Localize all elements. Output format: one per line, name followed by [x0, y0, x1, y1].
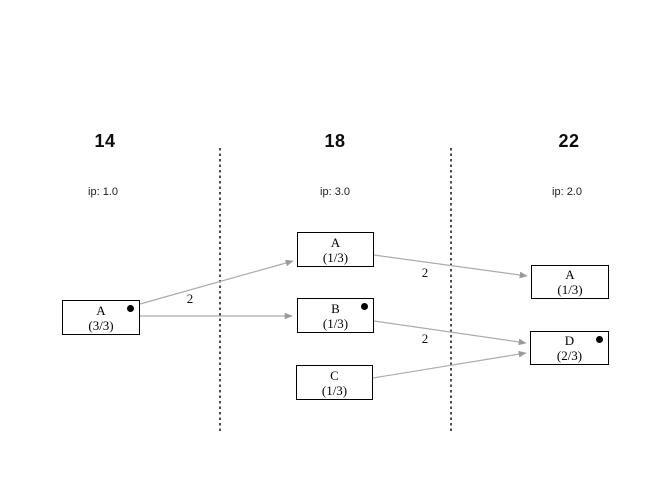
edge-a14-a18-line: [139, 259, 294, 305]
token-dot-icon: [596, 336, 603, 343]
node-fraction: (2/3): [556, 348, 583, 363]
edge-label-b18-d22: 2: [421, 331, 429, 346]
column-ip-18: ip: 3.0: [320, 186, 350, 198]
node-fraction: (3/3): [88, 317, 114, 333]
node-fraction: (1/3): [322, 249, 349, 265]
column-header-14: 14: [94, 131, 116, 151]
node-d-22: D (2/3): [530, 331, 609, 365]
edge-label-a14-a18: 2: [186, 291, 194, 306]
node-a-14: A (3/3): [62, 300, 140, 335]
column-header-18: 18: [324, 131, 346, 151]
node-label: C: [330, 367, 339, 383]
node-fraction: (1/3): [557, 282, 583, 297]
edge-c18-d22-line: [372, 350, 527, 379]
edge-a18-a22-line: [373, 254, 528, 279]
node-a-18: A (1/3): [297, 232, 374, 267]
node-label: D: [564, 333, 575, 348]
node-label: A: [330, 234, 341, 250]
node-a-22: A (1/3): [531, 265, 609, 299]
node-c-18: C (1/3): [296, 365, 373, 400]
node-label: A: [565, 267, 575, 282]
node-b-18: B (1/3): [297, 298, 374, 333]
node-fraction: (1/3): [321, 382, 348, 398]
edge-b18-d22-line: [373, 320, 527, 346]
token-dot-icon: [127, 305, 134, 312]
token-dot-icon: [361, 303, 368, 310]
column-ip-14: ip: 1.0: [88, 186, 118, 198]
node-label: B: [331, 300, 340, 316]
column-header-22: 22: [558, 131, 580, 151]
node-label: A: [96, 302, 106, 318]
node-fraction: (1/3): [322, 315, 349, 331]
edge-label-a18-a22: 2: [421, 265, 429, 280]
column-ip-22: ip: 2.0: [552, 186, 582, 198]
